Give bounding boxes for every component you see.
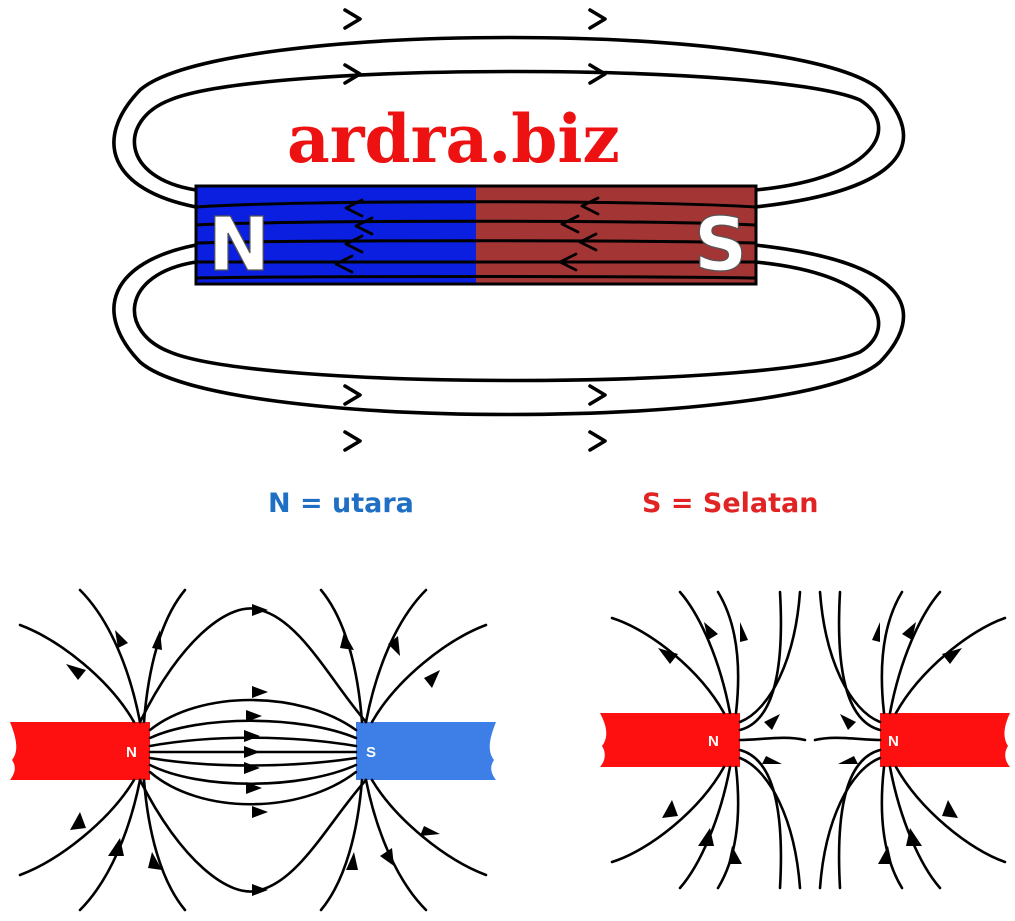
- repel-right-label: N: [888, 733, 899, 750]
- repel-field-lines: [610, 590, 1007, 890]
- field-loop-bottom-inner: [132, 260, 881, 383]
- attract-field-lines: [18, 588, 488, 912]
- attract-right-magnet: [356, 722, 496, 780]
- legend-south: S = Selatan: [642, 488, 818, 519]
- field-loop-top-outer: [112, 35, 906, 209]
- field-loop-bottom-outer: [112, 243, 906, 417]
- repulsion-diagram: N N: [600, 590, 1010, 890]
- repel-left-label: N: [708, 733, 719, 750]
- legend-north: N = utara: [268, 488, 414, 519]
- attraction-diagram: N S: [10, 588, 496, 912]
- watermark-text: ardra.biz: [287, 100, 620, 178]
- repel-left-magnet: [600, 713, 740, 767]
- attract-left-label: N: [126, 744, 137, 761]
- field-loop-top-inner: [132, 69, 881, 192]
- bar-magnet-figure: N S: [112, 8, 906, 452]
- internal-field-lines: [194, 196, 757, 280]
- repel-right-magnet: [880, 713, 1010, 767]
- north-pole-label: N: [208, 202, 270, 288]
- magnet-outline: [194, 184, 758, 286]
- attract-left-magnet: [10, 722, 150, 780]
- attract-right-label: S: [366, 744, 376, 761]
- south-pole-label: S: [694, 202, 747, 288]
- field-arrows-outer: [343, 8, 607, 452]
